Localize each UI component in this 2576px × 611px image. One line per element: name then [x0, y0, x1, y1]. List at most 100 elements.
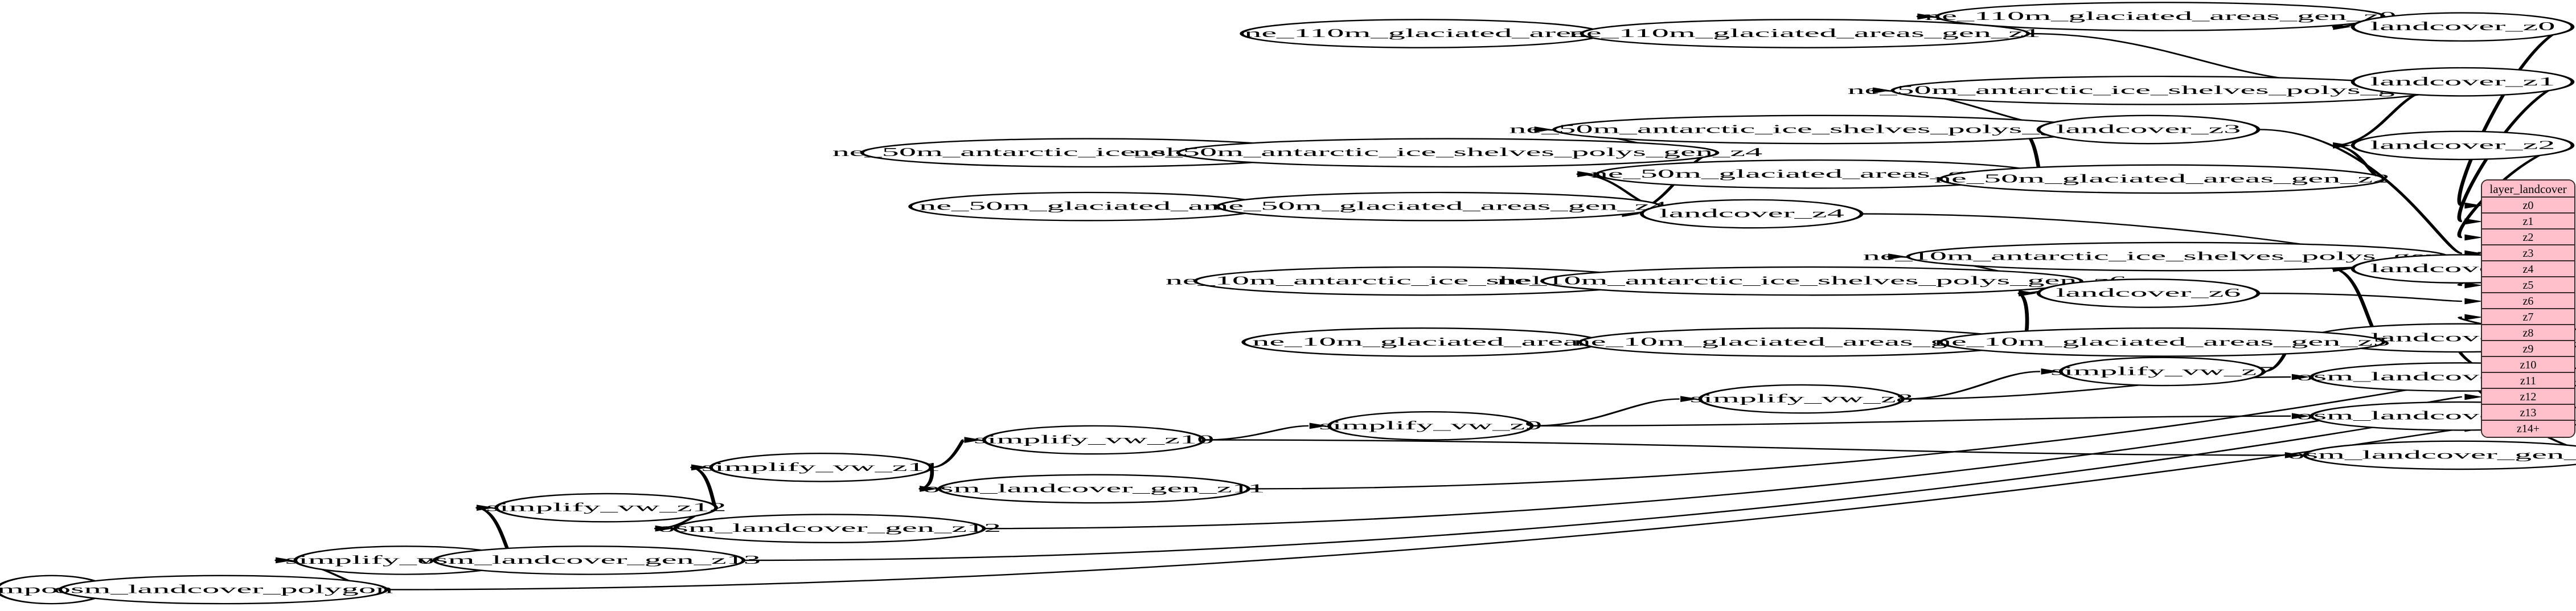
graph-node-ne_50m_antarctic_ice_shelves_polys_gen_z2[interactable]: ne_50m_antarctic_ice_shelves_polys_gen_z… [1847, 75, 2477, 105]
graph-edge [2258, 129, 2463, 255]
edge-arrowhead [655, 525, 674, 532]
node-label: ne_50m_antarctic_ice_shelves_polys_gen_z… [1509, 122, 2138, 136]
layer-table-row-z8[interactable]: z8 [2482, 325, 2574, 341]
graph-node-ne_110m_glaciated_areas_gen_z0[interactable]: ne_110m_glaciated_areas_gen_z0 [1925, 2, 2396, 31]
graph-node-landcover_z3[interactable]: landcover_z3 [2036, 114, 2261, 145]
layer-table-header: layer_landcover [2482, 181, 2574, 198]
node-shape [58, 575, 388, 605]
edge-arrowhead [2041, 368, 2060, 375]
graph-node-ne_110m_glaciated_areas[interactable]: ne_110m_glaciated_areas [1240, 19, 1605, 48]
graph-node-landcover_z1[interactable]: landcover_z1 [2351, 67, 2575, 97]
graph-node-osm_landcover_gen_z13[interactable]: osm_landcover_gen_z13 [417, 546, 761, 575]
graph-node-ne_50m_antarctic_ice_shelves_polys_gen_z4[interactable]: ne_50m_antarctic_ice_shelves_polys_gen_z… [1133, 138, 1762, 168]
node-shape [1639, 199, 1864, 229]
graph-node-simplify_vw_z8[interactable]: simplify_vw_z8 [1690, 384, 1913, 414]
node-shape [982, 425, 1206, 455]
graph-node-landcover_z6[interactable]: landcover_z6 [2036, 278, 2261, 308]
node-label: simplify_vw_z9 [1319, 419, 1542, 432]
layer-table-row-z9[interactable]: z9 [2482, 341, 2574, 357]
node-shape [1327, 411, 1534, 441]
graph-node-simplify_vw_z7[interactable]: simplify_vw_z7 [2050, 356, 2274, 387]
layer-table-row-z10[interactable]: z10 [2482, 357, 2574, 373]
edge-arrowhead [2464, 234, 2483, 241]
node-label: osm_landcover_polygon [54, 582, 393, 596]
node-shape [1938, 164, 2386, 194]
node-shape [1540, 266, 2083, 296]
layer-table-row-z3[interactable]: z3 [2482, 245, 2574, 261]
graph-node-ne_10m_antarctic_ice_shelves_polys_gen_z6[interactable]: ne_10m_antarctic_ice_shelves_polys_gen_z… [1497, 266, 2127, 296]
graph-node-ne_50m_glaciated_areas_gen_z4[interactable]: ne_50m_glaciated_areas_gen_z4 [1211, 191, 1667, 222]
layer-table-row-z4[interactable]: z4 [2482, 261, 2574, 277]
graph-edge [2258, 292, 2462, 302]
graph-node-landcover_z4[interactable]: landcover_z4 [1639, 199, 1864, 229]
node-label: ne_50m_antarctic_ice_shelves_polys_gen_z… [1133, 145, 1762, 159]
layer-table-row-z0[interactable]: z0 [2482, 198, 2574, 214]
edge-arrowhead [1680, 396, 1699, 403]
layer-table-row-z5[interactable]: z5 [2482, 277, 2574, 293]
graph-edge [930, 439, 966, 469]
graph-node-landcover_z0[interactable]: landcover_z0 [2351, 12, 2575, 42]
node-label: simplify_vw_z12 [486, 501, 727, 514]
node-shape [2351, 67, 2575, 97]
node-shape [2351, 12, 2575, 42]
graph-node-osm_landcover_gen_z10[interactable]: osm_landcover_gen_z10 [2287, 440, 2576, 470]
node-shape [494, 493, 718, 523]
node-label: landcover_z3 [2056, 122, 2241, 136]
node-label: ne_110m_glaciated_areas_gen_z0 [1925, 9, 2396, 23]
layer-table-row-z1[interactable]: z1 [2482, 214, 2574, 229]
graph-edge [1532, 398, 1680, 427]
graph-node-simplify_vw_z12[interactable]: simplify_vw_z12 [486, 493, 727, 523]
graph-node-ne_10m_glaciated_areas_gen_z5[interactable]: ne_10m_glaciated_areas_gen_z5 [1934, 327, 2390, 357]
layer-table-row-z2[interactable]: z2 [2482, 229, 2574, 245]
layer-table-row-z6[interactable]: z6 [2482, 293, 2574, 309]
graph-edge [1532, 415, 2291, 427]
graph-node-osm_landcover_gen_z11[interactable]: osm_landcover_gen_z11 [923, 474, 1265, 504]
graph-node-osm_landcover_gen_z12[interactable]: osm_landcover_gen_z12 [658, 514, 1001, 544]
graph-node-ne_10m_glaciated_areas[interactable]: ne_10m_glaciated_areas [1241, 327, 1603, 357]
node-shape [1938, 327, 2386, 357]
layer-table-row-z14plus[interactable]: z14+ [2482, 421, 2574, 437]
graph-node-simplify_vw_z9[interactable]: simplify_vw_z9 [1319, 411, 1542, 441]
graph-node-landcover_z2[interactable]: landcover_z2 [2351, 130, 2575, 161]
graph-node-ne_110m_glaciated_areas_gen_z1[interactable]: ne_110m_glaciated_areas_gen_z1 [1569, 19, 2041, 48]
layer-table-row-z7[interactable]: z7 [2482, 309, 2574, 325]
node-shape [2303, 440, 2576, 470]
graph-node-ne_50m_glaciated_areas_gen_z3[interactable]: ne_50m_glaciated_areas_gen_z3 [1591, 159, 2046, 189]
graph-node-simplify_vw_z10[interactable]: simplify_vw_z10 [974, 425, 1214, 455]
node-label: simplify_vw_z8 [1690, 392, 1913, 405]
graph-edge [1204, 439, 2284, 456]
graph-node-simplify_vw_z11[interactable]: simplify_vw_z11 [702, 452, 941, 482]
node-label: landcover_z2 [2370, 138, 2556, 151]
graph-node-ne_10m_antarctic_ice_shelves_polys_gen_z5[interactable]: ne_10m_antarctic_ice_shelves_polys_gen_z… [1863, 241, 2492, 272]
node-label: landcover_z6 [2056, 286, 2241, 300]
node-label: landcover_z4 [1659, 207, 1844, 220]
layer-table-row-z12[interactable]: z12 [2482, 389, 2574, 405]
node-label: simplify_vw_z11 [702, 460, 941, 474]
node-shape [2351, 130, 2575, 161]
edge-arrowhead [2464, 314, 2483, 321]
node-shape [709, 452, 933, 482]
graph-edge [1902, 371, 2041, 400]
node-label: ne_110m_glaciated_areas_gen_z1 [1569, 26, 2041, 40]
node-shape [2036, 114, 2261, 145]
edge-arrowhead [2019, 290, 2037, 297]
graph-node-osm_landcover_polygon[interactable]: osm_landcover_polygon [54, 575, 393, 605]
node-label: ne_110m_glaciated_areas [1244, 26, 1599, 40]
node-shape [1580, 19, 2031, 48]
node-label: ne_10m_antarctic_ice_shelves_polys_gen_z… [1863, 249, 2492, 263]
node-shape [1698, 384, 1905, 414]
layer-table-row-z13[interactable]: z13 [2482, 405, 2574, 421]
graph-edge [1204, 425, 1309, 441]
node-label: osm_landcover_gen_z13 [417, 553, 761, 567]
edge-arrowhead [1888, 253, 1907, 260]
graph-node-ne_50m_glaciated_areas[interactable]: ne_50m_glaciated_areas [908, 191, 1270, 222]
graph-edge [2457, 26, 2573, 207]
edge-arrowhead [2291, 413, 2311, 420]
graph-node-ne_50m_glaciated_areas_gen_z2[interactable]: ne_50m_glaciated_areas_gen_z2 [1934, 164, 2390, 194]
layer-table-row-z11[interactable]: z11 [2482, 373, 2574, 389]
